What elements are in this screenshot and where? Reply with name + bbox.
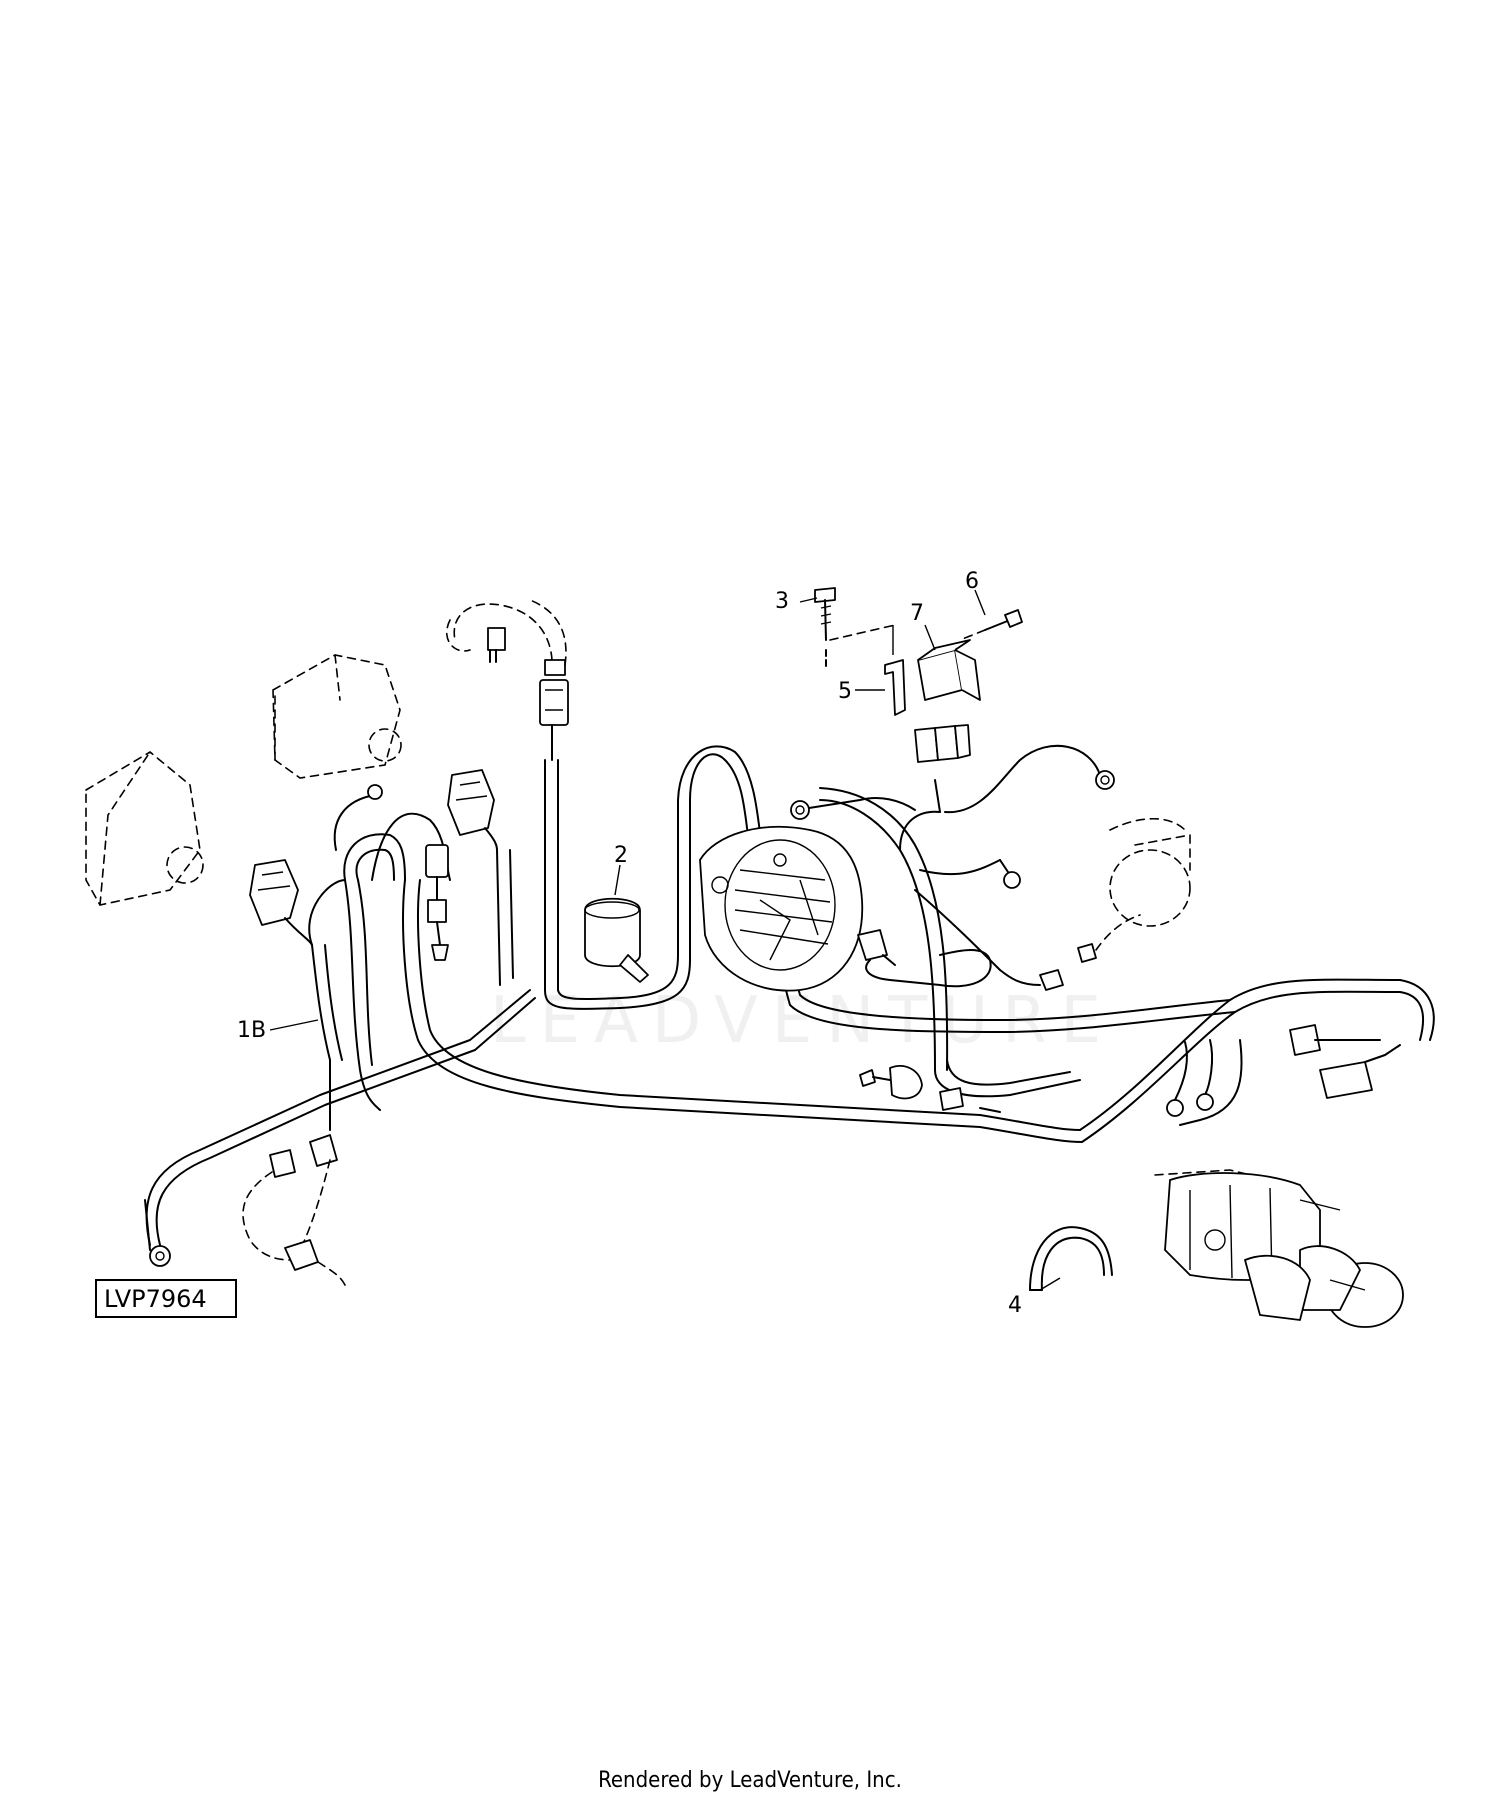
right-horn-ghost — [1109, 817, 1191, 927]
upper-left-ring-terminal — [333, 784, 383, 851]
lower-left-sensor — [242, 1059, 346, 1286]
left-lamp-housing-ghost — [85, 751, 204, 906]
footer-credit: Rendered by LeadVenture, Inc. — [598, 1768, 902, 1793]
callout-2: 2 — [614, 843, 628, 868]
right-bullet-connector — [1039, 914, 1141, 991]
relay-assembly — [914, 639, 981, 763]
center-lamp-housing-ghost — [272, 654, 402, 779]
part-3-bolt — [814, 587, 836, 669]
watermark-text: LEADVENTURE — [490, 984, 1115, 1058]
callout-7: 7 — [910, 601, 924, 626]
part-2-clamp — [584, 897, 649, 983]
starter-ring-terminals — [1166, 1093, 1214, 1117]
callout-4: 4 — [1008, 1293, 1022, 1318]
part-4-strap — [1029, 1226, 1113, 1291]
callout-3: 3 — [775, 589, 789, 614]
right-connector-pair — [1289, 1024, 1401, 1099]
starter-motor — [1154, 1169, 1404, 1328]
left-headlamp-connector — [249, 859, 313, 946]
center-headlamp-connector — [447, 769, 498, 851]
callout-leaders — [269, 589, 1061, 1291]
callout-6: 6 — [965, 569, 979, 594]
pressure-sensor — [859, 1065, 964, 1111]
reference-id-box: LVP7964 — [95, 1279, 237, 1318]
reference-id-text: LVP7964 — [104, 1285, 207, 1313]
top-harness-connector — [445, 599, 569, 761]
callout-1b: 1B — [237, 1018, 266, 1043]
main-harness — [145, 744, 1435, 1246]
right-ring-terminal-upper — [1095, 770, 1115, 790]
alternator-connector — [857, 929, 896, 966]
alternator-ring-terminal — [790, 797, 916, 820]
alternator — [699, 826, 864, 992]
center-plug-connector — [425, 844, 449, 961]
left-ring-terminal — [144, 1199, 171, 1267]
part-5-bracket — [829, 624, 906, 716]
callout-5: 5 — [838, 679, 852, 704]
part-6-screw — [959, 609, 1023, 641]
right-ring-terminal-mid — [999, 859, 1021, 889]
